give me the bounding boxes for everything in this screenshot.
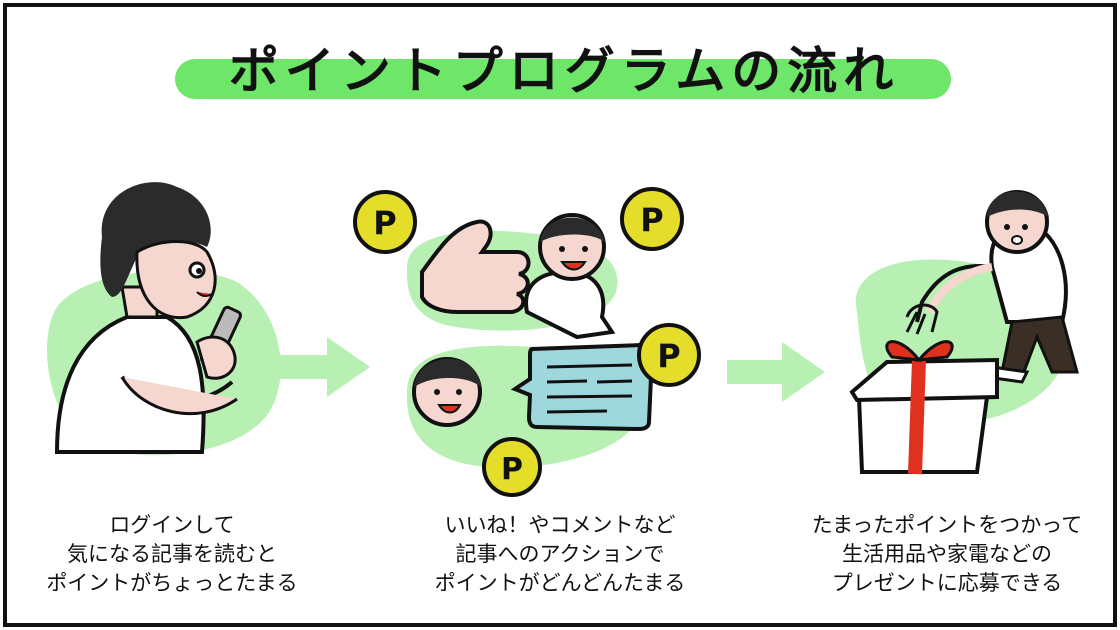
caption-line: ポイントがちょっとたまる: [46, 571, 298, 595]
coin-icon: P: [620, 187, 684, 251]
arrow-right-icon: [272, 337, 372, 397]
step-3-caption: たまったポイントをつかって 生活用品や家電などの プレゼントに応募できる: [777, 511, 1113, 598]
svg-text:P: P: [373, 204, 396, 242]
arrow-right-icon: [727, 342, 827, 402]
coin-icon: P: [482, 437, 542, 497]
svg-text:P: P: [657, 337, 680, 375]
caption-line: プレゼントに応募できる: [831, 571, 1063, 595]
step-3-illustration: [837, 172, 1107, 482]
svg-text:P: P: [501, 452, 523, 487]
coin-icon: P: [637, 323, 701, 387]
step-1-caption: ログインして 気になる記事を読むと ポイントがちょっとたまる: [7, 511, 337, 598]
caption-line: 記事へのアクションで: [455, 542, 665, 566]
coin-icon: P: [353, 190, 417, 254]
step-1-illustration: [27, 167, 307, 467]
caption-line: 気になる記事を読むと: [67, 542, 277, 566]
title-area: ポイントプログラムの流れ: [7, 7, 1113, 127]
page-title: ポイントプログラムの流れ: [228, 42, 900, 100]
illustration-frame: ポイントプログラムの流れ: [3, 3, 1117, 627]
title-highlight: [175, 59, 951, 99]
gift-box-icon: [849, 190, 1079, 475]
caption-line: 生活用品や家電などの: [842, 542, 1052, 566]
svg-text:P: P: [640, 201, 663, 239]
like-and-comment-icon: P P P P: [353, 187, 701, 497]
caption-line: ログインして: [109, 513, 235, 537]
step-2-caption: いいね！やコメントなど 記事へのアクションで ポイントがどんどんたまる: [385, 511, 735, 598]
step-2-illustration: P P P P: [347, 177, 707, 497]
caption-line: たまったポイントをつかって: [811, 513, 1083, 537]
person-reading-phone-icon: [47, 182, 281, 456]
caption-line: ポイントがどんどんたまる: [434, 571, 686, 595]
caption-line: いいね！やコメントなど: [444, 513, 676, 537]
